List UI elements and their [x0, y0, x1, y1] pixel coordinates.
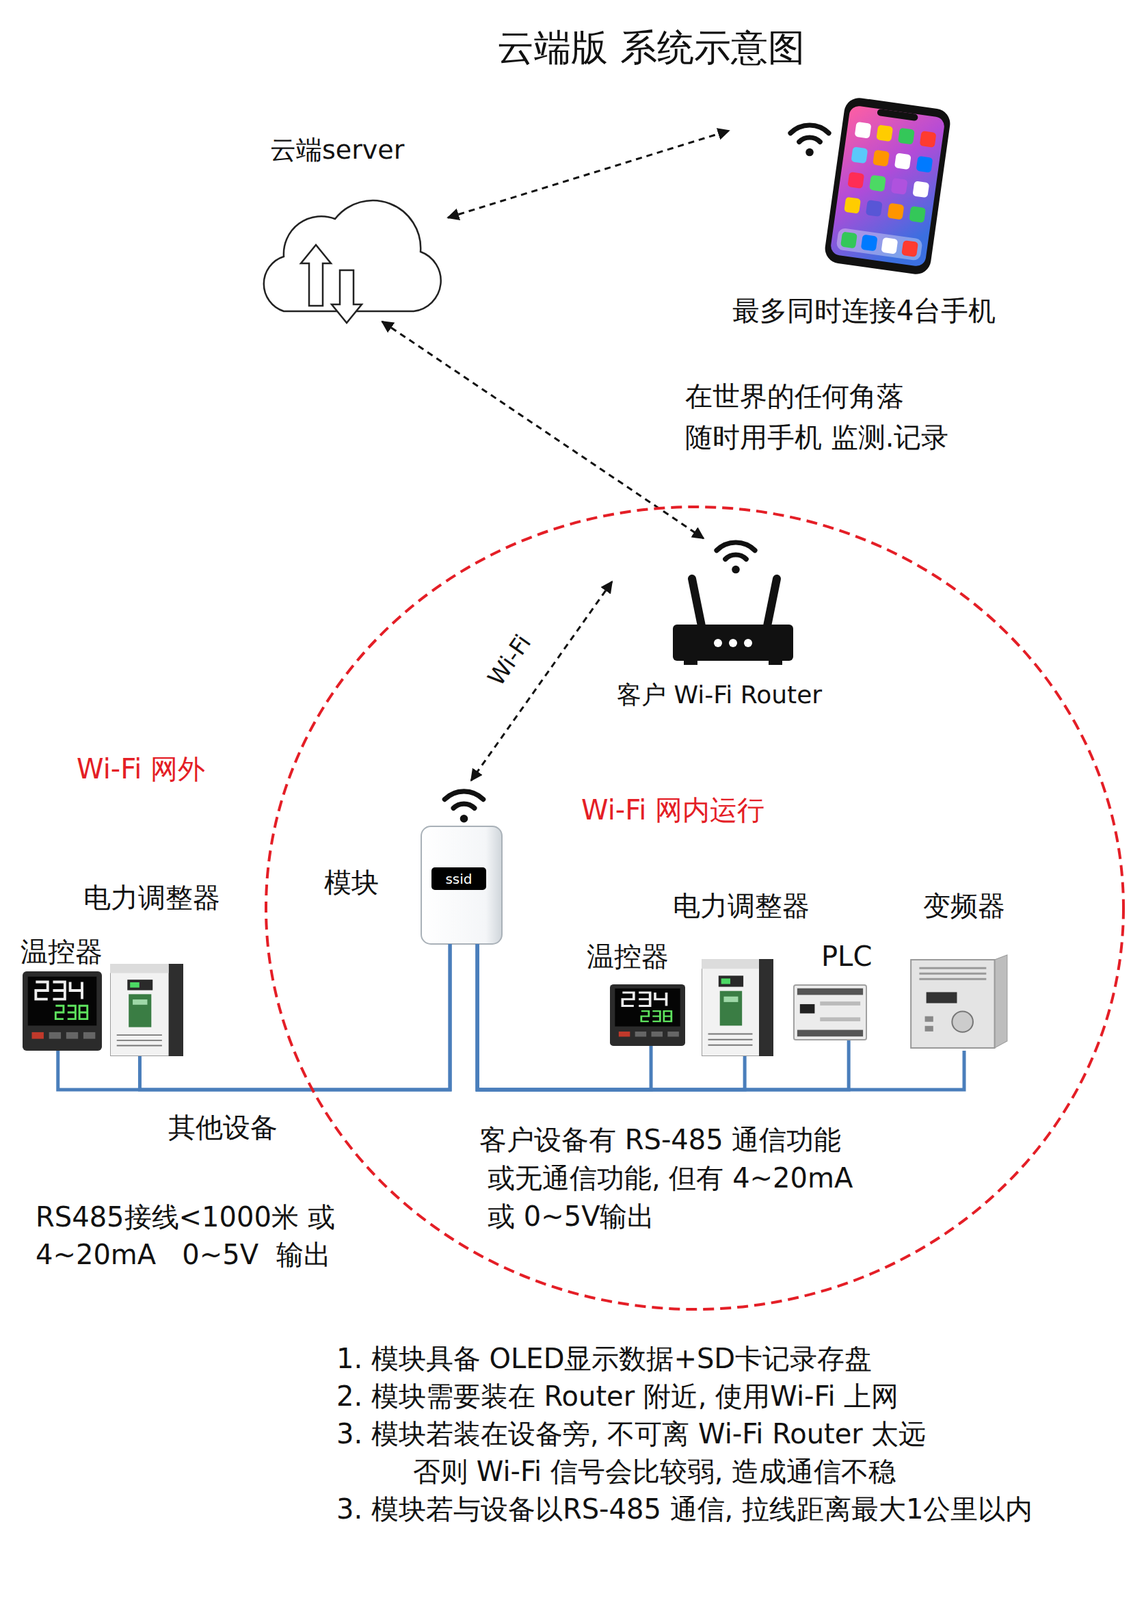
note-line: 否则 Wi-Fi 信号会比较弱, 造成通信不稳	[413, 1454, 896, 1488]
phone-icon	[835, 227, 923, 262]
temperature-controller: 温控器	[19, 933, 110, 1051]
phone-icon	[916, 155, 934, 174]
phone-icon	[897, 127, 915, 145]
router-icon	[672, 624, 794, 661]
rs485-wire	[58, 943, 450, 1090]
note-line: 3. 模块若与设备以RS-485 通信, 拉线距离最大1公里以内	[336, 1492, 1033, 1525]
oled-display: ssid	[431, 867, 487, 890]
phone-icon	[890, 177, 909, 195]
network-link	[447, 130, 729, 218]
node-label: Wi-Fi 网内运行	[581, 793, 765, 827]
diagram-title: 云端版 系统示意图	[497, 25, 805, 71]
annotation: 或 0~5V输出	[487, 1199, 656, 1233]
node-label: 云端server	[270, 134, 405, 167]
device-pictures	[793, 984, 867, 1040]
phone-icon	[876, 108, 919, 122]
temperature-controller: 温控器	[584, 938, 688, 1046]
phone-icon	[919, 130, 937, 148]
router-icon	[672, 542, 794, 665]
power-regulator: 电力调整器	[82, 879, 223, 1056]
node-label: 模块	[324, 865, 379, 899]
phone-icon	[850, 146, 868, 164]
phone-icon	[901, 240, 919, 258]
annotation: 其他设备	[168, 1110, 278, 1144]
cloud-icon	[300, 244, 331, 306]
note-line: 1. 模块具备 OLED显示数据+SD卡记录存盘	[336, 1341, 872, 1375]
phone-icon	[823, 95, 952, 276]
node-label: 电力调整器	[672, 888, 810, 922]
node-label: 最多同时连接4台手机	[732, 294, 996, 327]
router-icon	[743, 638, 753, 647]
frequency-inverter: 变频器	[902, 887, 1013, 1051]
module-housing	[421, 791, 502, 944]
annotation: 客户设备有 RS-485 通信功能	[479, 1122, 842, 1156]
node-label: ssid	[445, 870, 472, 887]
cloud-icon	[331, 270, 362, 323]
router-icon	[728, 638, 738, 647]
phone-icon	[860, 234, 878, 252]
router-icon	[767, 578, 777, 626]
node-label: 变频器	[923, 888, 1006, 922]
phone-icon	[790, 95, 952, 276]
note-line: 3. 模块若装在设备旁, 不可离 Wi-Fi Router 太远	[336, 1416, 926, 1450]
router-icon	[713, 638, 723, 647]
phone-icon	[847, 171, 865, 189]
mobile-phone: 最多同时连接4台手机	[728, 101, 1010, 332]
wifi-router: 客户 Wi-Fi Router	[611, 538, 855, 712]
note-line: 2. 模块需要装在 Router 附近, 使用Wi-Fi 上网	[336, 1379, 899, 1413]
phone-icon	[869, 175, 887, 193]
node-label: 温控器	[586, 939, 669, 973]
wifi-module: 模块 ssid	[324, 780, 502, 944]
network-link	[471, 581, 612, 781]
phone-icon	[865, 199, 883, 217]
phone-icon	[840, 231, 858, 249]
phone-icon	[908, 205, 926, 223]
device-pictures	[701, 958, 774, 1056]
annotation: 4~20mA 0~5V 输出	[35, 1237, 331, 1271]
router-icon	[768, 660, 783, 665]
router-icon	[683, 660, 698, 665]
phone-icon	[790, 125, 829, 156]
annotation: Wi-Fi 网外	[76, 752, 206, 785]
node-label: 温控器	[20, 934, 103, 968]
module-housing	[444, 791, 483, 823]
phone-icon	[894, 152, 912, 170]
rs485-wire	[139, 943, 450, 1090]
phone-icon	[880, 237, 898, 255]
phone-icon	[823, 95, 952, 276]
device-pictures	[22, 970, 102, 1051]
rs485-wire	[477, 943, 965, 1090]
phone-icon	[912, 180, 930, 198]
annotation: RS485接线<1000米 或	[35, 1200, 336, 1233]
phone-icon	[872, 149, 890, 167]
annotation: 随时用手机 监测.记录	[685, 420, 949, 454]
device-pictures	[609, 983, 686, 1046]
region-outline	[265, 506, 1124, 1309]
edge-label: Wi-Fi	[482, 629, 537, 691]
phone-icon	[875, 124, 894, 142]
device-pictures	[110, 963, 184, 1056]
cloud-server: 云端server	[259, 132, 448, 322]
phone-icon	[854, 121, 872, 139]
device-pictures	[910, 954, 1008, 1048]
node-label: 客户 Wi-Fi Router	[616, 679, 822, 710]
cloud-icon	[263, 200, 442, 323]
network-link	[382, 321, 704, 539]
annotation: 在世界的任何角落	[685, 379, 904, 413]
annotation: 或无通信功能, 但有 4~20mA	[487, 1161, 853, 1194]
node-label: 电力调整器	[83, 880, 221, 914]
plc: PLC	[791, 938, 883, 1041]
phone-icon	[843, 196, 861, 215]
node-label: PLC	[821, 939, 872, 973]
router-icon	[692, 578, 702, 626]
router-icon	[716, 542, 755, 574]
power-regulator: 电力调整器	[671, 887, 813, 1056]
phone-icon	[887, 203, 905, 221]
module-housing	[421, 826, 502, 944]
phone-icon	[829, 104, 946, 267]
